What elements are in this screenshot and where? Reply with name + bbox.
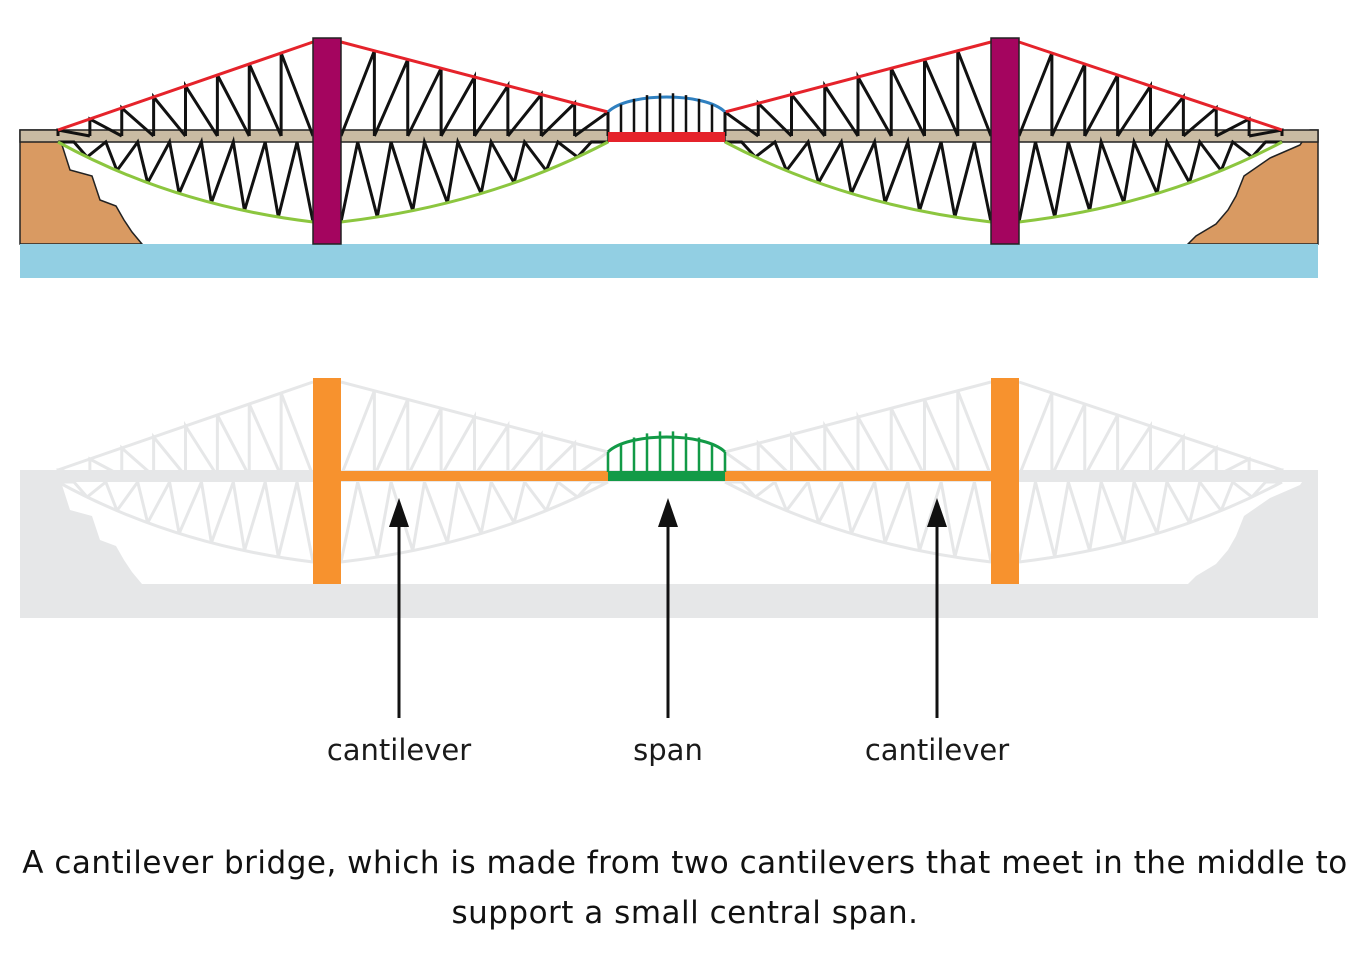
- upper-truss-left-outer: [56, 392, 315, 478]
- tower-right: [990, 37, 1020, 245]
- cliff-right: [1188, 470, 1318, 584]
- central-span-arch: [606, 95, 727, 114]
- top-chord-right-inner: [724, 40, 992, 114]
- upper-truss-left-outer: [56, 52, 315, 138]
- top-chord-right-outer: [1018, 380, 1283, 472]
- lower-truss-right-inner: [725, 476, 993, 563]
- tower-left: [312, 37, 342, 245]
- top-chord-left-outer: [57, 40, 314, 132]
- central-span-deck: [608, 471, 725, 481]
- water: [20, 244, 1318, 278]
- arrow-span-head: [658, 498, 678, 527]
- label-span: span: [633, 733, 703, 767]
- central-span-hangers: [606, 93, 727, 132]
- top-chord-left-inner: [340, 380, 609, 454]
- central-span-deck: [608, 132, 725, 142]
- upper-truss-left-inner: [339, 390, 610, 478]
- label-cantilever-left: cantilever: [327, 733, 471, 767]
- tower-right: [991, 378, 1019, 584]
- arrow-cantilever-left-head: [389, 498, 409, 527]
- central-span-hangers: [606, 431, 727, 472]
- lower-truss-right-outer: [1017, 476, 1282, 563]
- upper-truss-right-outer: [1017, 392, 1284, 478]
- arrow-cantilever-right-head: [927, 498, 947, 527]
- tower-left: [313, 378, 341, 584]
- bottom-chord-right-inner: [724, 140, 992, 224]
- bottom-chord-left-outer: [57, 480, 314, 564]
- lower-truss-left-outer: [58, 476, 315, 563]
- label-cantilever-right: cantilever: [865, 733, 1009, 767]
- bottom-chord-right-outer: [1018, 140, 1283, 224]
- upper-truss-right-inner: [723, 390, 993, 478]
- bottom-chord-left-outer: [57, 140, 314, 224]
- bottom-chord-right-outer: [1018, 480, 1283, 564]
- top-chord-left-outer: [57, 380, 314, 472]
- cantilever-beam-right: [725, 471, 991, 481]
- top-chord-right-outer: [1018, 40, 1283, 132]
- top-chord-left-inner: [340, 40, 609, 114]
- lower-truss-left-inner: [339, 476, 608, 563]
- central-span-arch: [606, 435, 727, 454]
- cliff-left: [20, 470, 142, 584]
- lower-truss-left-outer: [58, 136, 315, 223]
- cantilever-beam-left: [341, 471, 608, 481]
- bottom-chord-left-inner: [340, 140, 609, 224]
- colored-bridge-illustration: [19, 37, 1319, 278]
- upper-truss-left-inner: [339, 50, 610, 138]
- figure-caption: A cantilever bridge, which is made from …: [22, 845, 1348, 931]
- lower-truss-right-outer: [1017, 136, 1282, 223]
- lower-truss-left-inner: [339, 136, 608, 223]
- cliff-right: [1186, 129, 1319, 245]
- lower-truss-right-inner: [725, 136, 993, 223]
- upper-truss-right-outer: [1017, 52, 1284, 138]
- top-chord-right-inner: [724, 380, 992, 454]
- upper-truss-right-inner: [723, 50, 993, 138]
- bottom-chord-left-inner: [340, 480, 609, 564]
- cliff-left: [19, 129, 144, 245]
- label-arrows: [389, 498, 947, 718]
- bottom-chord-right-inner: [724, 480, 992, 564]
